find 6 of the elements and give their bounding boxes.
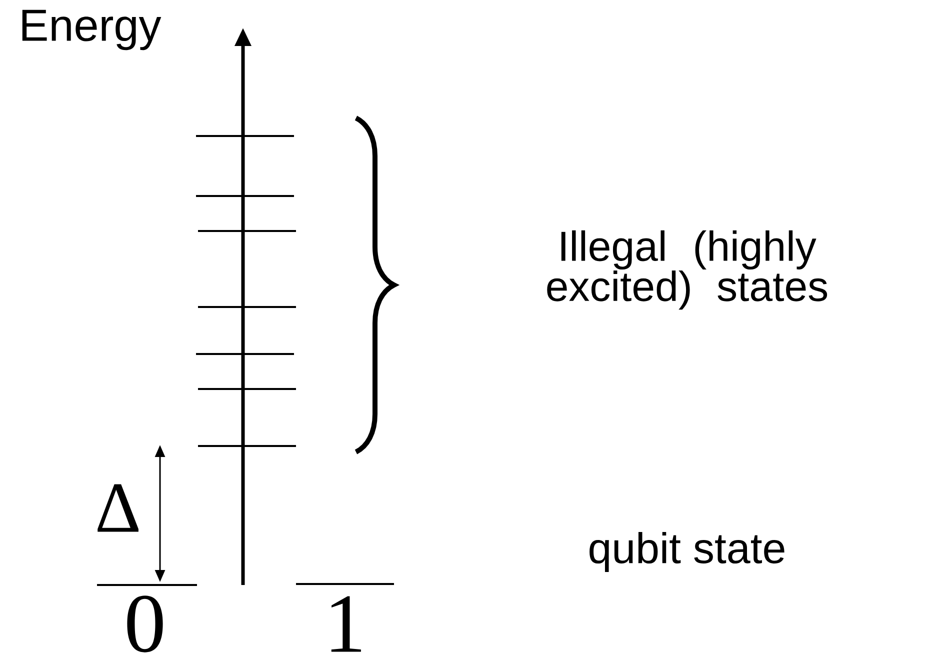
annotation-text: qubit state	[590, 532, 784, 572]
annotation-text: Illegal (highly excited) states	[547, 230, 828, 310]
axis-label: Energy	[22, 10, 162, 50]
level-label: 0	[127, 596, 163, 652]
gap-symbol: Δ	[98, 484, 138, 532]
level-label: 1	[331, 596, 361, 652]
